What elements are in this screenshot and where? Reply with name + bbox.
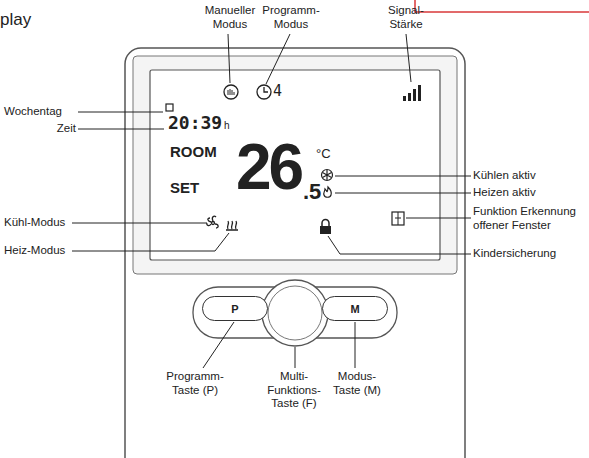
callout-label: Zeit — [4, 122, 76, 136]
callout-label: Funktion Erkennung offener Fenster — [473, 205, 587, 232]
window-cross — [395, 212, 401, 225]
display-bezel — [133, 56, 457, 274]
signal-bar — [413, 89, 416, 101]
callout-label: Programm-Modus — [256, 4, 326, 31]
callout-label: Heizen aktiv — [473, 186, 587, 200]
window-icon — [392, 212, 404, 225]
display-label: SET — [170, 179, 230, 197]
clock-hands — [264, 87, 268, 92]
heat-mode-icon — [226, 221, 238, 230]
leader-lines — [72, 34, 471, 368]
callout-label: Heiz-Modus — [4, 244, 84, 258]
callout-label: Kindersicherung — [473, 247, 587, 261]
callout-label: Modus-Taste (M) — [326, 370, 388, 397]
red-frame — [415, 0, 589, 12]
button-label: P — [231, 303, 238, 315]
lock-icon — [320, 226, 331, 234]
fan-icon — [207, 216, 218, 228]
weekday-icon — [166, 104, 173, 111]
device-housing — [125, 48, 465, 458]
signal-bar — [403, 96, 406, 101]
flame-icon — [324, 187, 332, 197]
program-clock-icon — [257, 85, 271, 99]
knob-outer — [262, 280, 328, 346]
heading-fragment: play — [0, 10, 44, 30]
unit-label: °C — [316, 146, 340, 162]
snowflake-icon — [322, 170, 333, 181]
lcd-screen — [150, 70, 440, 260]
hand-icon — [228, 89, 234, 95]
knob-inner — [268, 286, 322, 340]
lock-shackle — [322, 220, 329, 227]
callout-label: Programm-Taste (P) — [160, 370, 230, 397]
display-label: ROOM — [170, 143, 230, 161]
program-number: 4 — [273, 83, 287, 100]
callout-label: Signal-Stärke — [374, 4, 438, 31]
signal-bar — [408, 93, 411, 101]
button: P — [202, 296, 268, 321]
button-label: M — [350, 303, 359, 315]
time-display: 20:39 — [168, 113, 228, 133]
callout-label: Kühlen aktiv — [473, 169, 587, 183]
time-unit: h — [224, 120, 236, 132]
button: M — [322, 296, 388, 321]
callout-label: Kühl-Modus — [4, 216, 84, 230]
callout-label: Multi-Funktions-Taste (F) — [262, 370, 326, 411]
callout-label: Manueller Modus — [192, 4, 268, 31]
callout-label: Wochentag — [4, 105, 78, 119]
signal-bar — [418, 85, 421, 101]
temperature-decimal: .5 — [303, 180, 329, 204]
manual-icon — [224, 85, 238, 99]
